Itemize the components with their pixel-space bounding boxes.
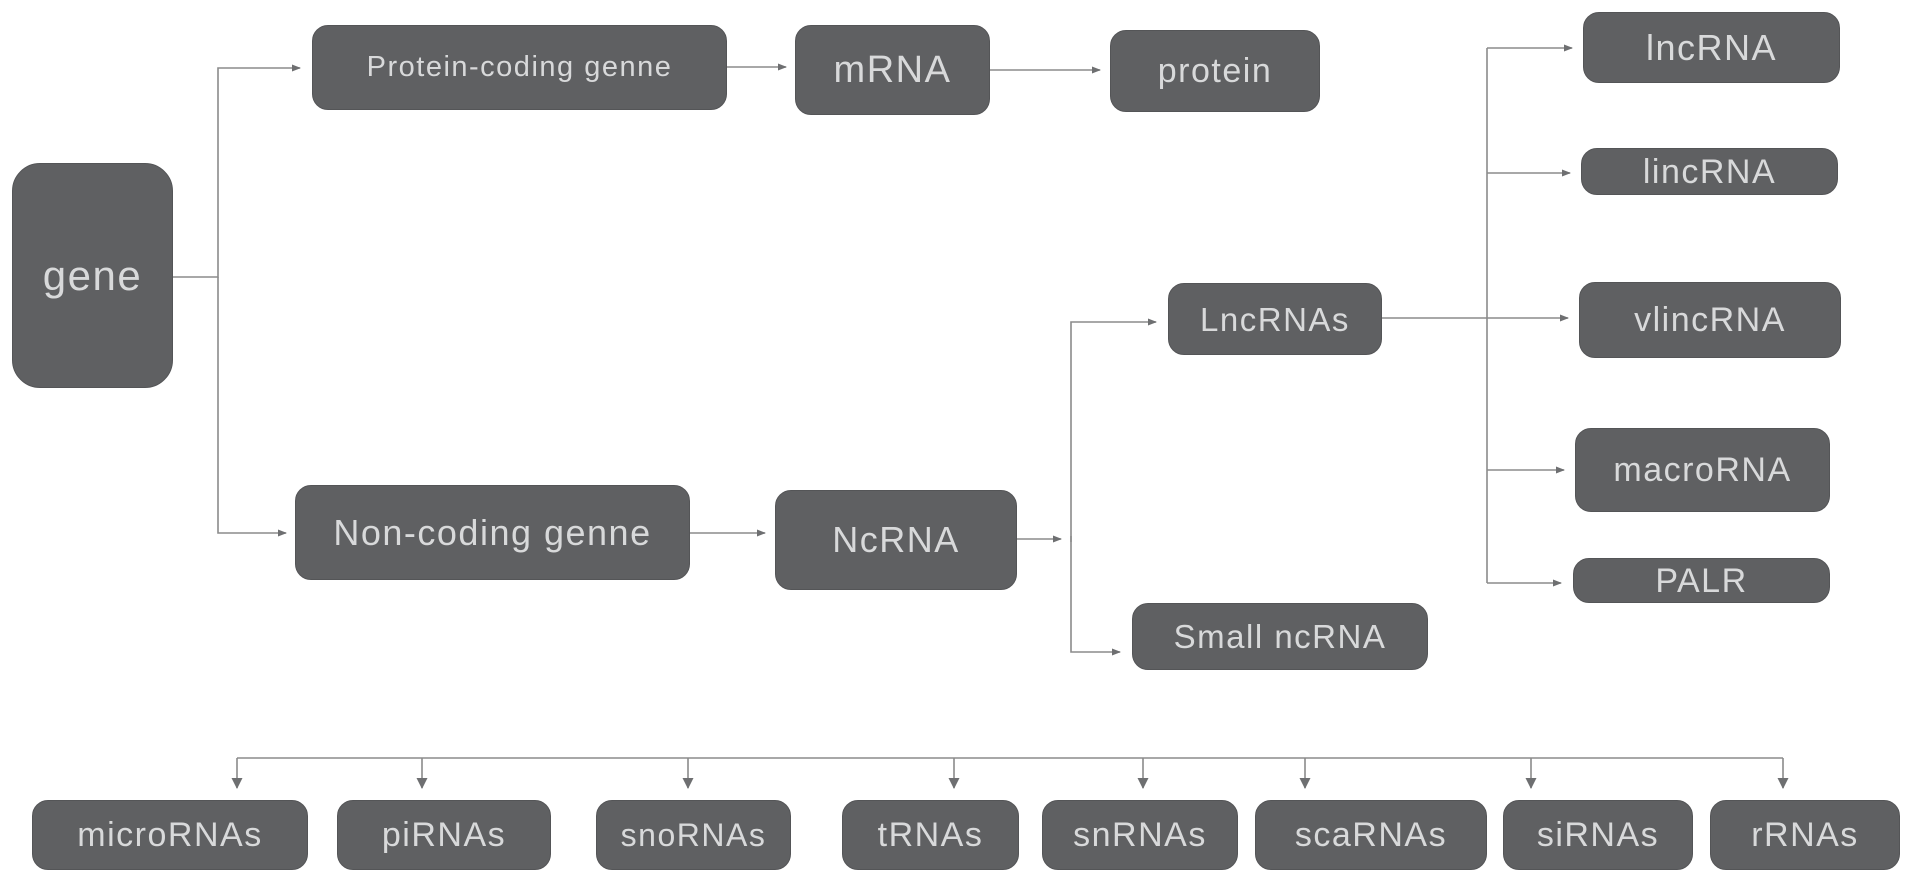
node-palr: PALR bbox=[1573, 558, 1830, 603]
node-scarnas: scaRNAs bbox=[1255, 800, 1487, 870]
node-small-ncrna: Small ncRNA bbox=[1132, 603, 1428, 670]
node-non-coding-gene: Non-coding genne bbox=[295, 485, 690, 580]
node-snornas: snoRNAs bbox=[596, 800, 791, 870]
node-vlincrna: vlincRNA bbox=[1579, 282, 1841, 358]
node-ncrna: NcRNA bbox=[775, 490, 1017, 590]
node-mrna: mRNA bbox=[795, 25, 990, 115]
edge-junction-to-lncrnas bbox=[1070, 318, 1157, 542]
node-protein: protein bbox=[1110, 30, 1320, 112]
node-pirnas: piRNAs bbox=[337, 800, 551, 870]
node-lncrna: lncRNA bbox=[1583, 12, 1840, 83]
node-lncrnas: LncRNAs bbox=[1168, 283, 1382, 355]
node-micrornas: microRNAs bbox=[32, 800, 308, 870]
node-rrnas: rRNAs bbox=[1710, 800, 1900, 870]
node-sirnas: siRNAs bbox=[1503, 800, 1693, 870]
edge-gene-to-protein-coding bbox=[173, 64, 301, 278]
node-protein-coding-gene: Protein-coding genne bbox=[312, 25, 727, 110]
node-lincrna: lincRNA bbox=[1581, 148, 1838, 195]
edge-junction-to-small-ncrna bbox=[1070, 536, 1121, 656]
node-trnas: tRNAs bbox=[842, 800, 1019, 870]
node-snrnas: snRNAs bbox=[1042, 800, 1238, 870]
edge-gene-to-non-coding bbox=[217, 277, 287, 537]
node-macrorna: macroRNA bbox=[1575, 428, 1830, 512]
node-gene: gene bbox=[12, 163, 173, 388]
